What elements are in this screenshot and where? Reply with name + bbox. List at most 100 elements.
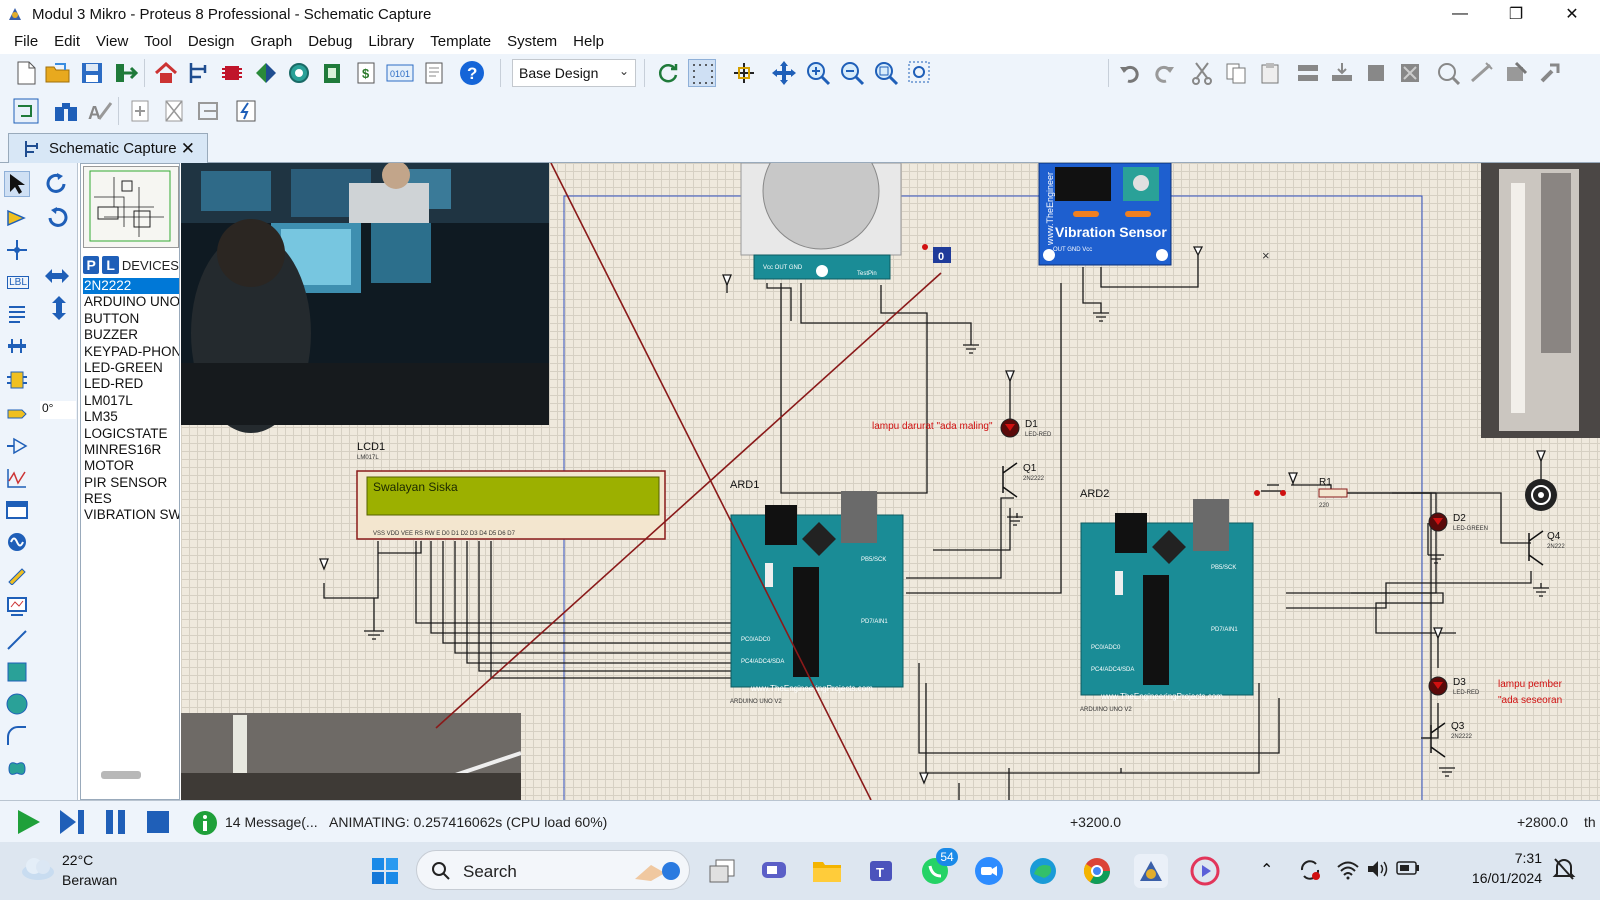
sync-icon[interactable] <box>1298 858 1322 885</box>
library-manager-button[interactable]: L <box>102 256 119 274</box>
terminals-mode-icon[interactable] <box>4 401 30 427</box>
edge-browser-icon[interactable] <box>1026 854 1060 888</box>
weather-temperature[interactable]: 22°C <box>62 852 94 868</box>
media-player-icon[interactable] <box>1188 854 1222 888</box>
device-item[interactable]: BUZZER <box>84 327 138 343</box>
schematic-icon[interactable] <box>185 59 213 87</box>
cut-icon[interactable] <box>1188 59 1216 87</box>
graph-mode-icon[interactable] <box>4 465 30 491</box>
wire-label-icon[interactable]: LBL <box>7 275 29 289</box>
rotate-clockwise-icon[interactable] <box>44 171 70 197</box>
stop-button[interactable] <box>144 808 172 839</box>
make-device-icon[interactable] <box>1468 59 1496 87</box>
help-icon[interactable]: ? <box>458 59 486 87</box>
rotation-angle-field[interactable]: 0° <box>40 401 76 419</box>
device-item[interactable]: LED-GREEN <box>84 359 163 375</box>
origin-icon[interactable] <box>730 59 758 87</box>
new-file-icon[interactable] <box>12 59 40 87</box>
block-copy-icon[interactable] <box>1294 59 1322 87</box>
arc-tool-icon[interactable] <box>4 723 30 749</box>
3d-viewer-icon[interactable] <box>252 59 280 87</box>
device-item[interactable]: LED-RED <box>84 376 144 392</box>
junction-dot-icon[interactable] <box>4 237 30 263</box>
line-tool-icon[interactable] <box>4 627 30 653</box>
redo-icon[interactable] <box>1150 59 1178 87</box>
mirror-vertical-icon[interactable] <box>46 295 72 321</box>
home-icon[interactable] <box>152 59 180 87</box>
new-sheet-icon[interactable] <box>126 97 154 125</box>
refresh-icon[interactable] <box>654 59 682 87</box>
circle-tool-icon[interactable] <box>4 691 30 717</box>
menu-template[interactable]: Template <box>430 32 492 50</box>
wifi-icon[interactable] <box>1336 858 1360 883</box>
device-item[interactable]: MOTOR <box>84 458 134 474</box>
maximize-button[interactable]: ❐ <box>1508 6 1524 23</box>
taskbar-search[interactable]: Search <box>416 850 690 890</box>
menu-design[interactable]: Design <box>187 32 235 50</box>
device-item[interactable]: PIR SENSOR <box>84 474 168 490</box>
paste-icon[interactable] <box>1256 59 1284 87</box>
save-icon[interactable] <box>78 59 106 87</box>
task-view-icon[interactable] <box>705 854 739 888</box>
text-script-icon[interactable] <box>4 301 30 327</box>
notification-bell-icon[interactable] <box>1552 856 1576 885</box>
chrome-browser-icon[interactable] <box>1080 854 1114 888</box>
menu-help[interactable]: Help <box>573 32 605 50</box>
goto-sheet-icon[interactable] <box>194 97 222 125</box>
weather-cloud-icon[interactable] <box>20 854 56 885</box>
menu-tool[interactable]: Tool <box>144 32 172 50</box>
device-item[interactable]: LM017L <box>84 392 133 408</box>
buses-icon[interactable] <box>4 333 30 359</box>
overview-preview[interactable] <box>83 166 179 248</box>
remove-sheet-icon[interactable] <box>160 97 188 125</box>
menu-system[interactable]: System <box>507 32 558 50</box>
path-tool-icon[interactable] <box>4 755 30 781</box>
device-item[interactable]: KEYPAD-PHONE <box>84 343 179 359</box>
messages-count[interactable]: 14 Message(... <box>225 814 318 830</box>
battery-icon[interactable] <box>1396 860 1420 879</box>
packaging-tool-icon[interactable] <box>1502 59 1530 87</box>
generator-mode-icon[interactable] <box>4 529 30 555</box>
info-icon[interactable] <box>192 810 218 839</box>
source-code-icon[interactable]: 0101 <box>386 59 414 87</box>
block-rotate-icon[interactable] <box>1362 59 1390 87</box>
gerber-viewer-icon[interactable] <box>285 59 313 87</box>
tab-schematic-capture[interactable]: Schematic Capture ✕ <box>8 133 208 163</box>
virtual-instruments-icon[interactable] <box>4 593 30 619</box>
menu-graph[interactable]: Graph <box>250 32 293 50</box>
device-item[interactable]: RES <box>84 491 112 507</box>
search-tagging-icon[interactable] <box>52 97 80 125</box>
device-item[interactable]: BUTTON <box>84 310 140 326</box>
electrical-rules-icon[interactable] <box>232 97 260 125</box>
pan-icon[interactable] <box>770 59 798 87</box>
zoom-app-icon[interactable] <box>972 854 1006 888</box>
grid-toggle-icon[interactable] <box>688 59 716 87</box>
step-button[interactable] <box>58 808 88 839</box>
pick-device-icon[interactable] <box>1434 59 1462 87</box>
rotate-counterclockwise-icon[interactable] <box>44 205 70 231</box>
device-item[interactable]: LOGICSTATE <box>84 425 168 441</box>
play-button[interactable] <box>14 808 44 839</box>
schematic-canvas[interactable]: Vcc OUT GND TestPin 0 Vibration Sensor O… <box>181 163 1600 800</box>
chat-icon[interactable] <box>757 854 791 888</box>
menu-edit[interactable]: Edit <box>54 32 81 50</box>
device-item[interactable]: VIBRATION SW <box>84 507 179 523</box>
volume-icon[interactable] <box>1366 858 1390 883</box>
device-item[interactable]: MINRES16R <box>84 441 162 457</box>
close-window-button[interactable]: ✕ <box>1565 6 1579 23</box>
component-mode-icon[interactable] <box>4 205 30 231</box>
pick-devices-button[interactable]: P <box>83 256 100 274</box>
decompose-icon[interactable] <box>1536 59 1564 87</box>
clock-date[interactable]: 16/01/2024 <box>1471 870 1542 886</box>
device-item[interactable]: 2N2222 <box>83 278 179 295</box>
undo-icon[interactable] <box>1116 59 1144 87</box>
device-pins-icon[interactable] <box>4 433 30 459</box>
zoom-all-icon[interactable] <box>872 59 900 87</box>
layer-select[interactable]: Base Design ⌄ <box>512 59 636 87</box>
mirror-horizontal-icon[interactable] <box>44 263 70 289</box>
recorder-mode-icon[interactable] <box>4 497 30 523</box>
proteus-taskbar-icon[interactable] <box>1134 854 1168 888</box>
teams-icon[interactable]: T <box>864 854 898 888</box>
menu-file[interactable]: File <box>14 32 39 50</box>
device-item[interactable]: LM35 <box>84 409 118 425</box>
